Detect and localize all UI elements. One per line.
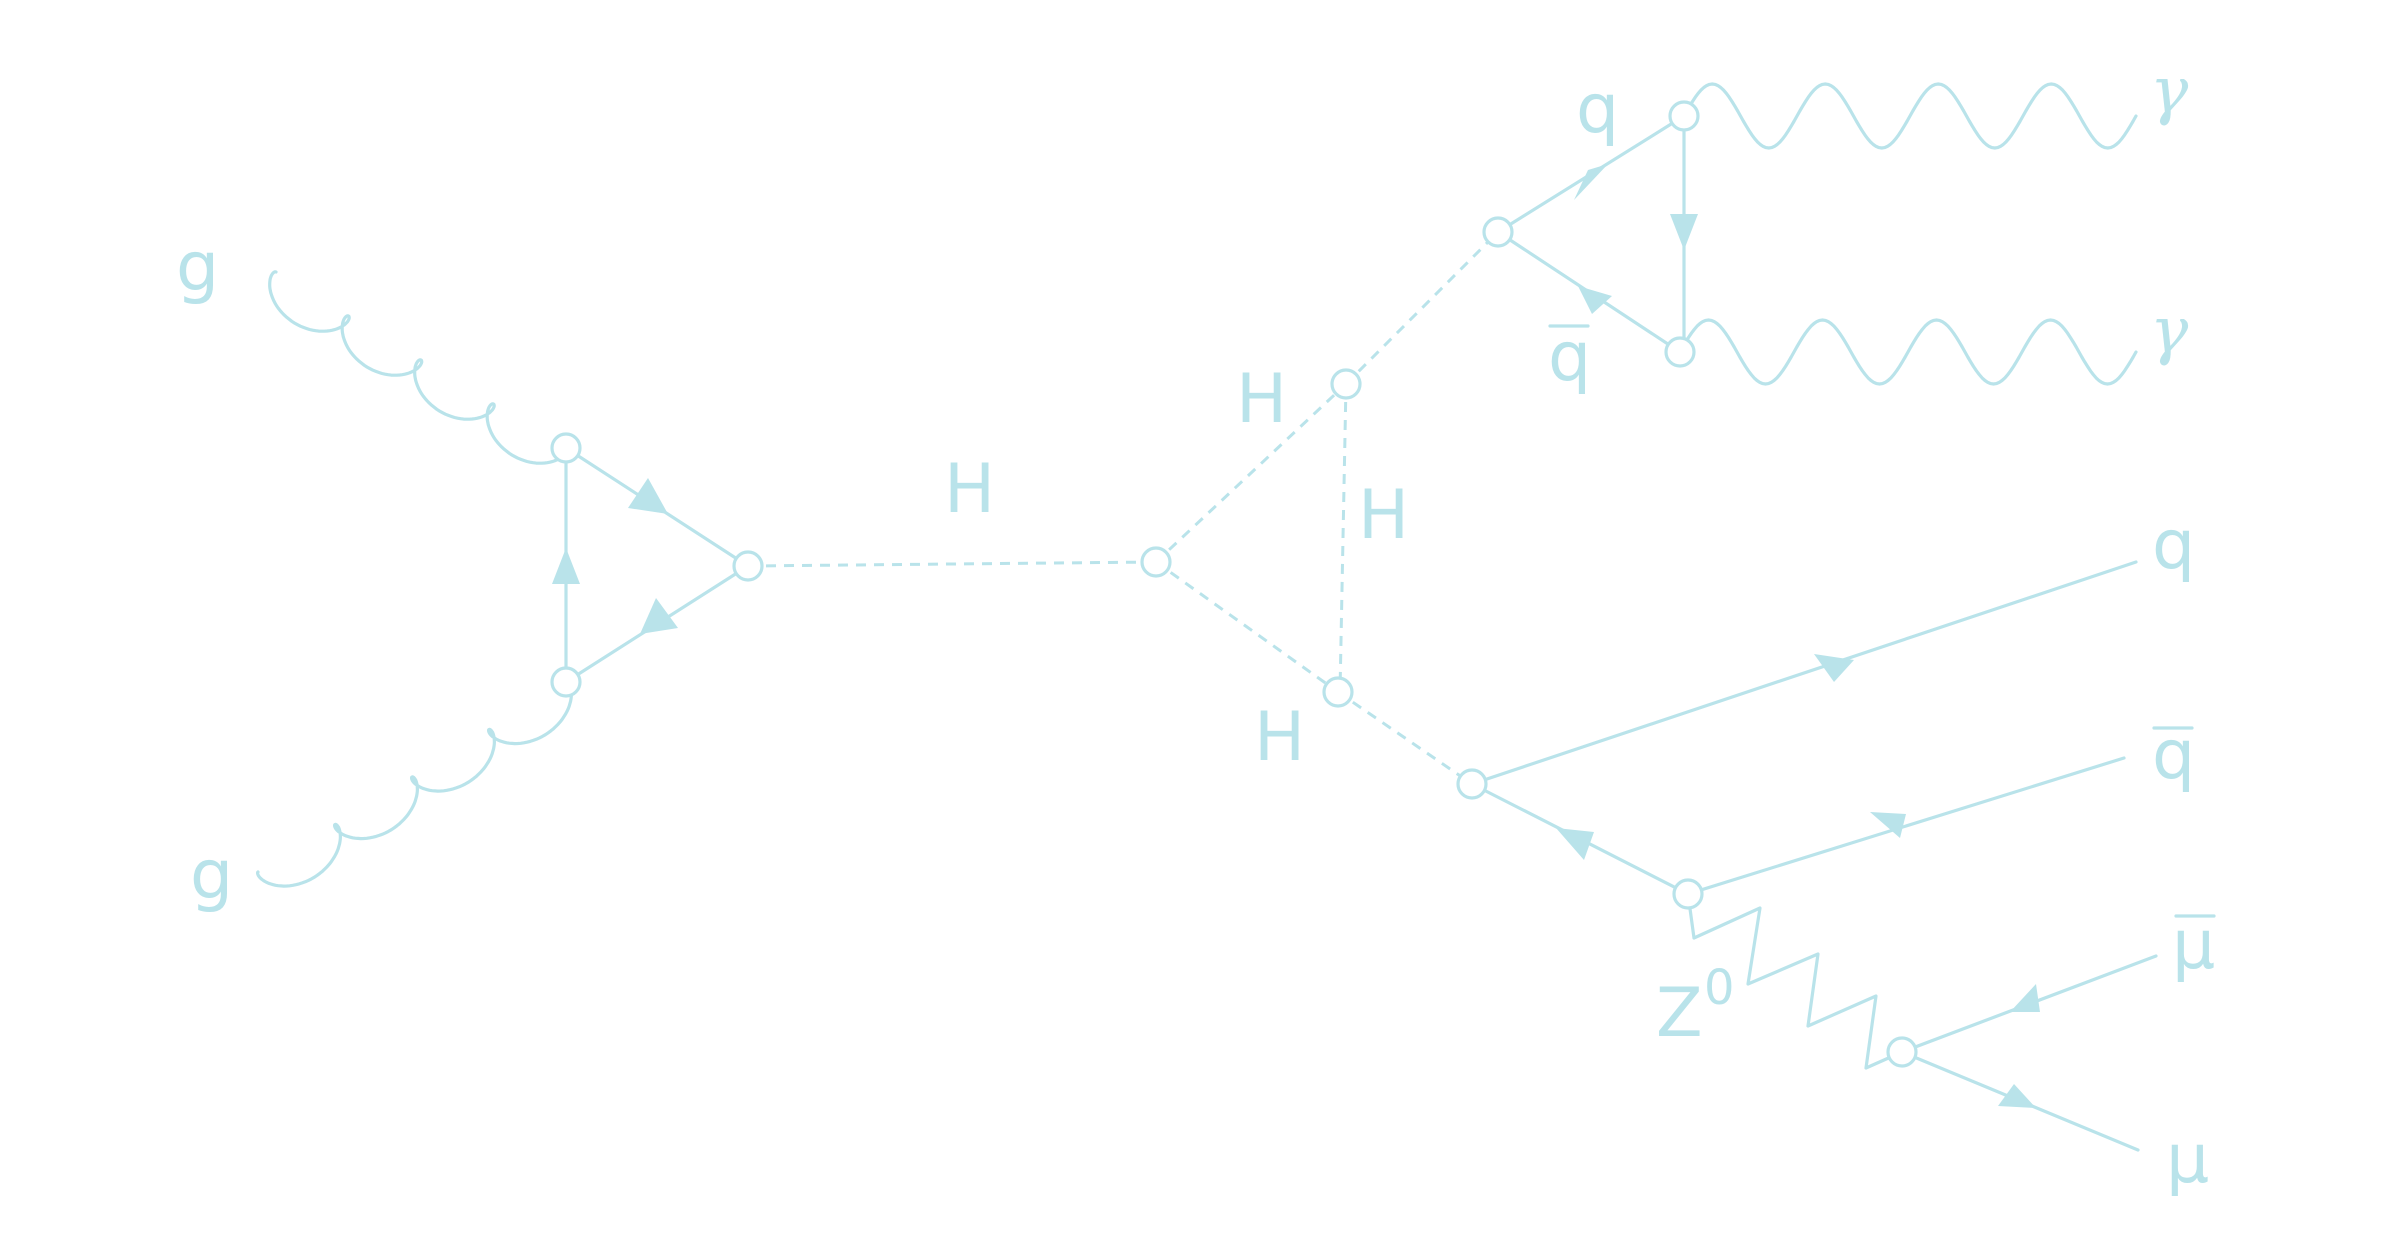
vertex-photon-2 <box>1664 336 1696 368</box>
higgs-line-to-photon-vertex <box>1344 230 1500 386</box>
gluon-line-bottom <box>256 680 573 888</box>
label-antiquark-out: q <box>2152 716 2195 795</box>
vertex-photon-1 <box>1668 100 1700 132</box>
arrow-loop-upper <box>628 478 668 514</box>
svg-text:0: 0 <box>1704 960 1735 1016</box>
svg-text:μ: μ <box>2172 906 2215 985</box>
label-antiquark-top: q <box>1548 318 1591 397</box>
label-muon: μ <box>2166 1120 2209 1199</box>
label-photon-1: γ <box>2150 54 2189 128</box>
svg-text:q: q <box>2152 716 2195 795</box>
vertex-z-emission <box>1672 878 1704 910</box>
vertex-quark-pair-top <box>1482 216 1514 248</box>
vertex-higgs-split <box>1140 546 1172 578</box>
vertex-higgs-production <box>732 550 764 582</box>
vertex-higgs-upper <box>1330 368 1362 400</box>
vertex-gluon-bottom <box>550 666 582 698</box>
higgs-propagator-main <box>747 560 1157 568</box>
gluon-line-top <box>268 270 569 465</box>
label-higgs-upper: H <box>1236 360 1287 439</box>
label-antimuon: μ <box>2172 906 2216 985</box>
label-higgs-mid: H <box>1358 476 1409 555</box>
vertex-quark-pair-bottom <box>1456 768 1488 800</box>
higgs-line-lower <box>1155 560 1339 694</box>
label-higgs-lower: H <box>1254 698 1305 777</box>
photon-line-2 <box>1678 318 2138 386</box>
vertex-higgs-lower <box>1322 676 1354 708</box>
arrow-loop-lower <box>640 598 678 634</box>
arrow-quark-out <box>1814 654 1854 682</box>
arrow-quark-vertical <box>1670 214 1698 250</box>
label-gluon-top: g <box>176 228 219 307</box>
quark-line-out <box>1470 560 2138 786</box>
arrow-antiquark-top <box>1578 286 1612 314</box>
svg-text:q: q <box>1548 318 1591 397</box>
vertex-gluon-top <box>550 432 582 464</box>
arrow-loop-vertical <box>552 548 580 584</box>
arrow-antimuon <box>2010 984 2040 1012</box>
label-photon-2: γ <box>2150 294 2189 368</box>
arrow-quark-top <box>1574 164 1608 200</box>
vertex-z-decay <box>1886 1036 1918 1068</box>
arrow-internal-quark <box>1556 828 1594 860</box>
arrow-muon <box>1998 1084 2036 1108</box>
higgs-line-vertical <box>1338 383 1348 693</box>
photon-line-1 <box>1682 82 2138 150</box>
higgs-line-upper <box>1154 382 1348 564</box>
label-higgs-main: H <box>944 450 995 529</box>
arrow-antiquark-out <box>1870 812 1906 838</box>
higgs-line-to-quark-vertex <box>1337 690 1473 786</box>
label-quark-top: q <box>1576 70 1619 149</box>
antiquark-line-out <box>1686 756 2126 896</box>
label-gluon-bottom: g <box>190 836 233 915</box>
label-z-boson: Z 0 <box>1656 960 1735 1053</box>
z-boson-line <box>1686 892 1904 1070</box>
label-quark-out: q <box>2152 506 2195 585</box>
svg-text:Z: Z <box>1656 974 1703 1053</box>
